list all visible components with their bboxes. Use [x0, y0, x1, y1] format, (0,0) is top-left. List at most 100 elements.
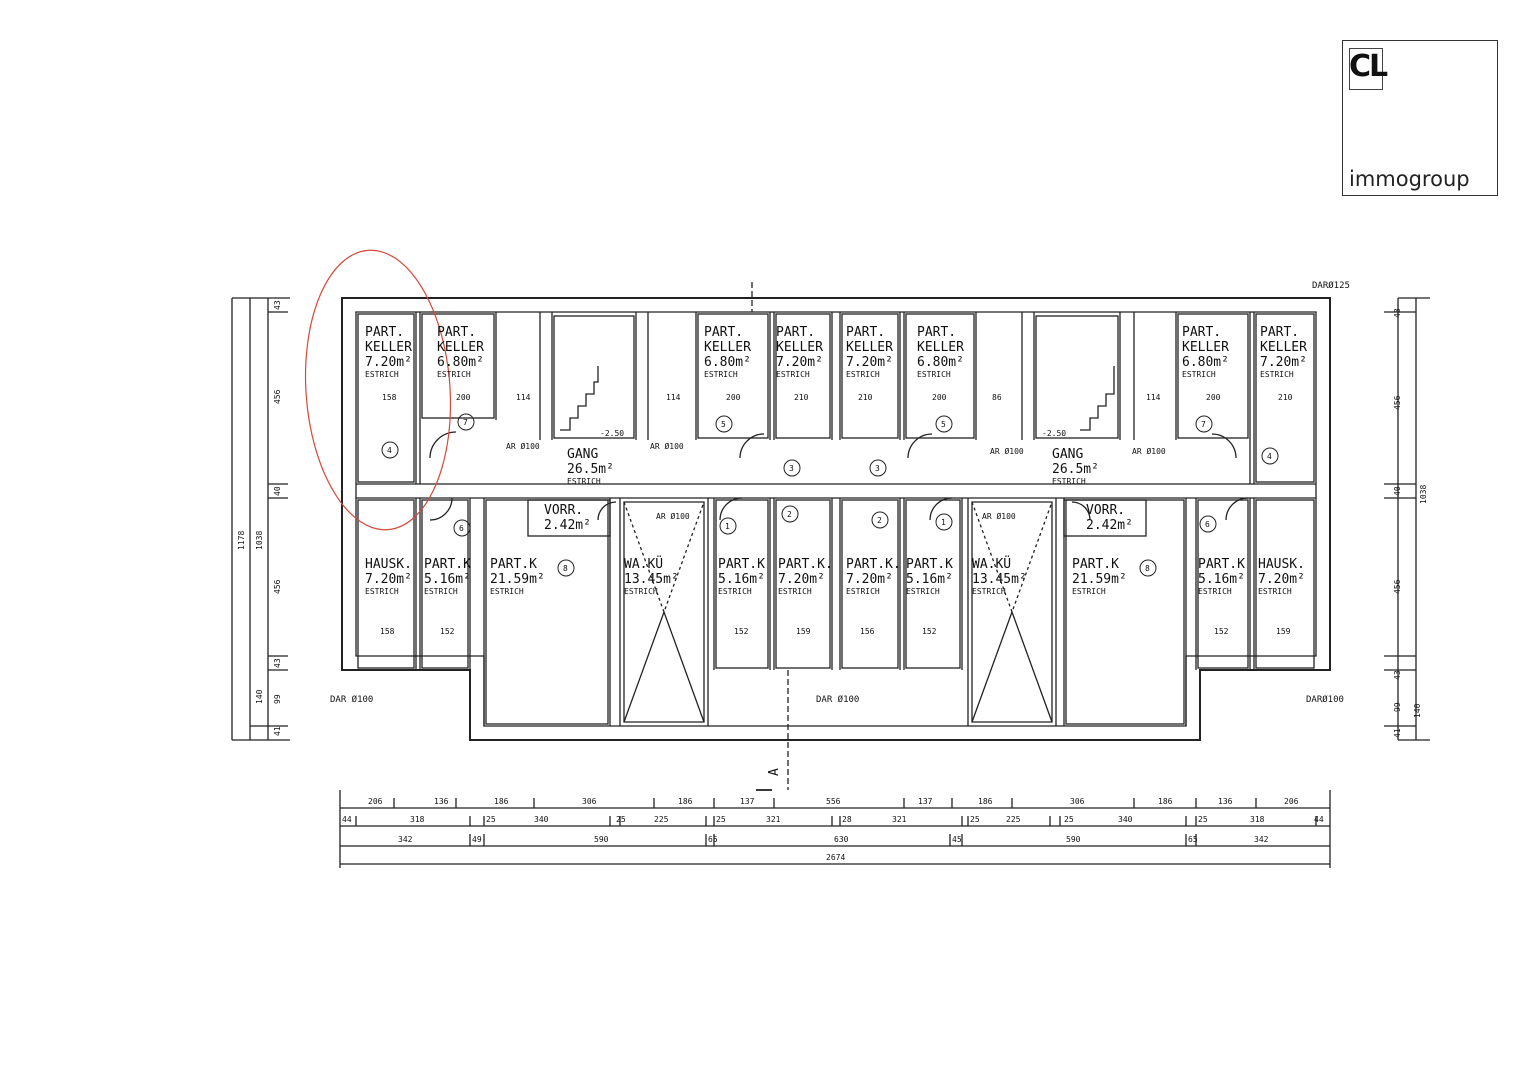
room-area: 5.16m² — [718, 572, 765, 587]
room-label: KELLER — [1182, 340, 1229, 355]
unit-number-circle — [869, 459, 887, 477]
room-dimension: 210 — [794, 393, 809, 402]
unit-number: 4 — [1267, 452, 1272, 461]
room-dimension: 114 — [1146, 393, 1161, 402]
right-dimension-strings: 1038 43 456 40 456 43 99 140 41 — [1393, 308, 1428, 738]
level-mark: -2.50 — [1042, 429, 1066, 438]
room-area: 21.59m² — [490, 572, 545, 587]
room-label: KELLER — [365, 340, 412, 355]
room-dimension: 200 — [726, 393, 741, 402]
unit-number-circle — [1261, 447, 1279, 465]
room-label: HAUSK. — [1258, 557, 1305, 572]
unit-number: 7 — [1201, 420, 1206, 429]
dim-left-seg: 40 — [273, 486, 282, 496]
dimension-value: 630 — [834, 835, 849, 844]
dimension-value: 340 — [534, 815, 549, 824]
room-area: 26.5m² — [1052, 462, 1099, 477]
unit-number: 3 — [875, 464, 880, 473]
room-dimension: 152 — [922, 627, 937, 636]
room-label: PART.K — [906, 557, 953, 572]
room-finish: ESTRICH — [1258, 587, 1292, 596]
unit-number-circle — [783, 459, 801, 477]
room-finish: ESTRICH — [437, 370, 471, 379]
room-area: 6.80m² — [917, 355, 964, 370]
dim-right-inner: 1038 — [1419, 485, 1428, 504]
dimension-value: 306 — [1070, 797, 1085, 806]
room-area: 7.20m² — [1258, 572, 1305, 587]
room-area: 5.16m² — [1198, 572, 1245, 587]
dimension-value: 318 — [1250, 815, 1265, 824]
dimension-value: 45 — [952, 835, 962, 844]
dim-left-outer: 1178 — [237, 531, 246, 550]
dimension-value: 65 — [708, 835, 718, 844]
room-dimension: 200 — [1206, 393, 1221, 402]
dim-right-seg: 43 — [1393, 308, 1402, 318]
logo-frame — [1349, 48, 1383, 90]
dimension-value: 342 — [1254, 835, 1269, 844]
room-finish: ESTRICH — [490, 587, 524, 596]
dim-left-seg: 456 — [273, 389, 282, 404]
unit-number-circle — [381, 441, 399, 459]
room-label: PART. — [365, 325, 404, 340]
dimension-value: 206 — [1284, 797, 1299, 806]
unit-number-circle — [781, 505, 799, 523]
dim-left-bottom: 140 — [255, 689, 264, 704]
room-label: GANG — [567, 447, 598, 462]
room-label: PART.K — [490, 557, 537, 572]
room-finish: ESTRICH — [567, 477, 601, 486]
dimension-value: 2674 — [826, 853, 845, 862]
dim-left-bottom: 99 — [273, 694, 282, 704]
room-label: KELLER — [917, 340, 964, 355]
unit-number: 1 — [941, 518, 946, 527]
unit-number-circle — [871, 511, 889, 529]
room-finish: ESTRICH — [917, 370, 951, 379]
dimension-value: 342 — [398, 835, 413, 844]
unit-number-circle — [719, 517, 737, 535]
dimension-value: 136 — [434, 797, 449, 806]
door-label: AR Ø100 — [990, 446, 1024, 456]
room-finish: ESTRICH — [718, 587, 752, 596]
dimension-value: 137 — [740, 797, 755, 806]
room-label: GANG — [1052, 447, 1083, 462]
room-labels: PART.KELLER7.20m²ESTRICHPART.KELLER6.80m… — [365, 325, 1307, 596]
room-dimension: 200 — [456, 393, 471, 402]
dim-right-bottom: 140 — [1413, 703, 1422, 718]
dimension-value: 25 — [970, 815, 980, 824]
dimension-value: 25 — [616, 815, 626, 824]
dimension-value: 186 — [1158, 797, 1173, 806]
room-label: PART. — [437, 325, 476, 340]
dimension-value: 25 — [716, 815, 726, 824]
room-dimension: 200 — [932, 393, 947, 402]
unit-number-circle — [935, 513, 953, 531]
unit-number-circle — [457, 413, 475, 431]
room-area: 21.59m² — [1072, 572, 1127, 587]
room-dimension: 210 — [858, 393, 873, 402]
room-finish: ESTRICH — [1260, 370, 1294, 379]
room-finish: ESTRICH — [972, 587, 1006, 596]
dim-right-bottom: 99 — [1393, 702, 1402, 712]
dimension-value: 340 — [1118, 815, 1133, 824]
room-area: 7.20m² — [846, 572, 893, 587]
dimension-value: 49 — [472, 835, 482, 844]
drain-left: DAR Ø100 — [330, 694, 373, 705]
dimension-value: 28 — [842, 815, 852, 824]
section-marker: A — [767, 768, 782, 776]
door-labels: AR Ø100 AR Ø100 AR Ø100 AR Ø100 AR Ø100 … — [506, 429, 1166, 521]
dimension-value: 25 — [1064, 815, 1074, 824]
unit-number: 5 — [721, 420, 726, 429]
unit-number: 7 — [463, 418, 468, 427]
dimension-value: 136 — [1218, 797, 1233, 806]
room-area: 5.16m² — [424, 572, 471, 587]
room-area: 2.42m² — [1086, 518, 1133, 533]
dimension-value: 186 — [978, 797, 993, 806]
left-dimension-strings: 1178 1038 43 456 40 456 43 140 99 41 — [237, 300, 282, 736]
room-finish: ESTRICH — [365, 587, 399, 596]
room-label: PART.K. — [846, 557, 901, 572]
room-dimension: 159 — [796, 627, 811, 636]
dimension-value: 25 — [1198, 815, 1208, 824]
room-label: PART. — [1260, 325, 1299, 340]
unit-number: 8 — [1145, 564, 1150, 573]
room-area: 7.20m² — [776, 355, 823, 370]
